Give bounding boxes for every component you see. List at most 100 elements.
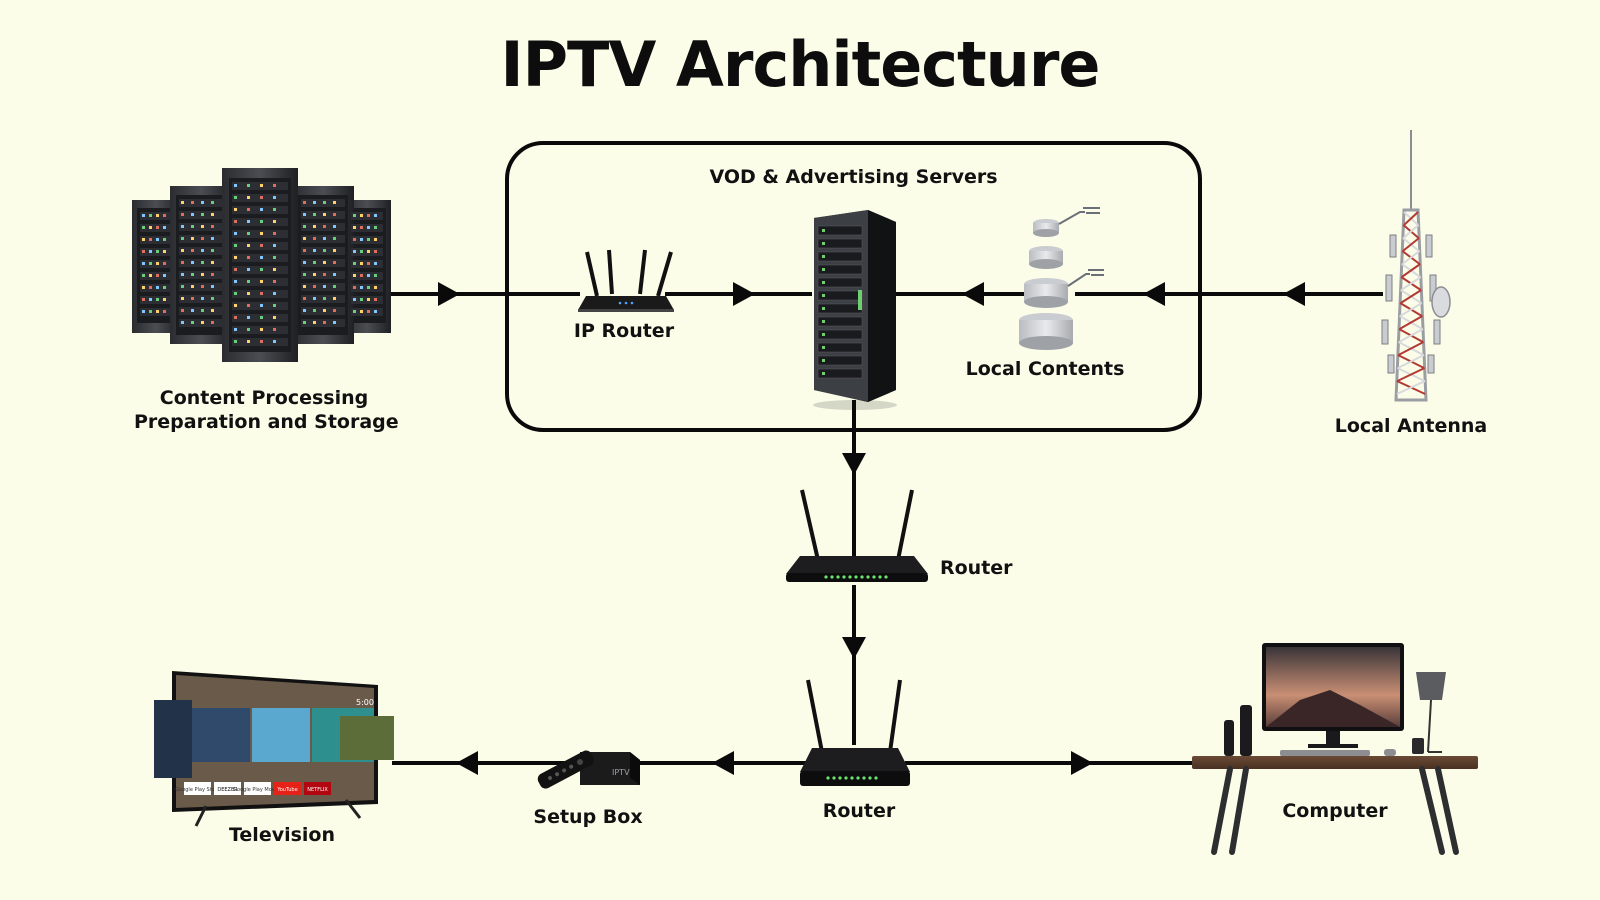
rack-led xyxy=(323,297,326,300)
rack-led xyxy=(156,298,159,301)
dish xyxy=(1431,286,1451,318)
rack-led xyxy=(149,286,152,289)
rack-led xyxy=(181,201,184,204)
rack-led xyxy=(234,184,237,187)
rack-led xyxy=(247,292,250,295)
rack-led xyxy=(247,208,250,211)
rack-led xyxy=(323,285,326,288)
drive-bay xyxy=(817,251,863,262)
rack-led xyxy=(260,316,263,319)
drive-led xyxy=(822,268,825,271)
rack-led xyxy=(247,256,250,259)
rack-led xyxy=(353,286,356,289)
rack-led xyxy=(142,298,145,301)
rack-led xyxy=(142,226,145,229)
rack-led xyxy=(273,268,276,271)
rack-led xyxy=(353,226,356,229)
rack-led xyxy=(303,309,306,312)
mug xyxy=(1412,738,1424,754)
router-upper-icon xyxy=(786,489,928,582)
rack-led xyxy=(149,298,152,301)
router-led xyxy=(862,776,866,780)
drive-bay xyxy=(817,329,863,340)
rack-led xyxy=(360,250,363,253)
drive-led xyxy=(822,307,825,310)
rack-led xyxy=(367,214,370,217)
rack-led xyxy=(247,316,250,319)
router-upper-leds xyxy=(824,575,888,579)
drive-led xyxy=(822,294,825,297)
rack-led xyxy=(273,220,276,223)
rack-led xyxy=(149,262,152,265)
rack-led xyxy=(360,214,363,217)
rack-led xyxy=(353,250,356,253)
drive-bay xyxy=(817,342,863,353)
rack-led xyxy=(374,286,377,289)
rack-led xyxy=(247,340,250,343)
rack-led xyxy=(260,340,263,343)
rack-led xyxy=(163,214,166,217)
rack-led xyxy=(234,304,237,307)
tv-app-tile xyxy=(244,782,271,795)
local-antenna-label: Local Antenna xyxy=(1334,415,1488,437)
rack-led xyxy=(313,261,316,264)
rack-led xyxy=(360,286,363,289)
rack-led xyxy=(374,262,377,265)
rack-led xyxy=(323,309,326,312)
rack-led xyxy=(181,225,184,228)
rack-led xyxy=(313,309,316,312)
router-led xyxy=(854,575,858,579)
rack-led xyxy=(374,298,377,301)
rack-led xyxy=(191,273,194,276)
keyboard xyxy=(1280,750,1370,756)
rack-led xyxy=(234,280,237,283)
rack-led xyxy=(149,214,152,217)
rack-led xyxy=(191,225,194,228)
router-led xyxy=(866,575,870,579)
rack-led xyxy=(313,273,316,276)
rack-led xyxy=(191,249,194,252)
rack-led xyxy=(374,238,377,241)
rack-led xyxy=(360,298,363,301)
rack-led xyxy=(181,261,184,264)
rack-led xyxy=(163,238,166,241)
lattice-strut xyxy=(1400,289,1422,304)
rack-led xyxy=(201,201,204,204)
computer-label: Computer xyxy=(1282,800,1388,822)
rack-led xyxy=(303,285,306,288)
tv-app-label: Google Play Store xyxy=(175,787,219,793)
desk-top xyxy=(1192,756,1478,769)
rack-led xyxy=(234,232,237,235)
arrowheads xyxy=(438,282,1305,775)
rack-led xyxy=(374,214,377,217)
rack-led xyxy=(201,273,204,276)
drive-led xyxy=(822,229,825,232)
rack-led xyxy=(234,208,237,211)
rack-led xyxy=(234,220,237,223)
drive-bay xyxy=(817,316,863,327)
rack-led xyxy=(367,310,370,313)
rack-led xyxy=(303,213,306,216)
rack-led xyxy=(247,220,250,223)
lattice-strut xyxy=(1401,250,1421,265)
rack-led xyxy=(156,310,159,313)
rack-led xyxy=(303,273,306,276)
rack-led xyxy=(360,274,363,277)
router-led xyxy=(872,575,876,579)
rack-led xyxy=(303,201,306,204)
vod-group-label: VOD & Advertising Servers xyxy=(709,166,998,188)
rack-led xyxy=(323,237,326,240)
arrow-right-storage xyxy=(438,282,460,306)
rack-led xyxy=(367,298,370,301)
rack-led xyxy=(333,297,336,300)
rack-led xyxy=(156,238,159,241)
arrow-right-computer xyxy=(1071,751,1093,775)
rack-led xyxy=(142,238,145,241)
rack-led xyxy=(234,268,237,271)
rack-led xyxy=(156,250,159,253)
desk-lamp xyxy=(1416,672,1446,753)
lattice-strut xyxy=(1398,328,1424,343)
